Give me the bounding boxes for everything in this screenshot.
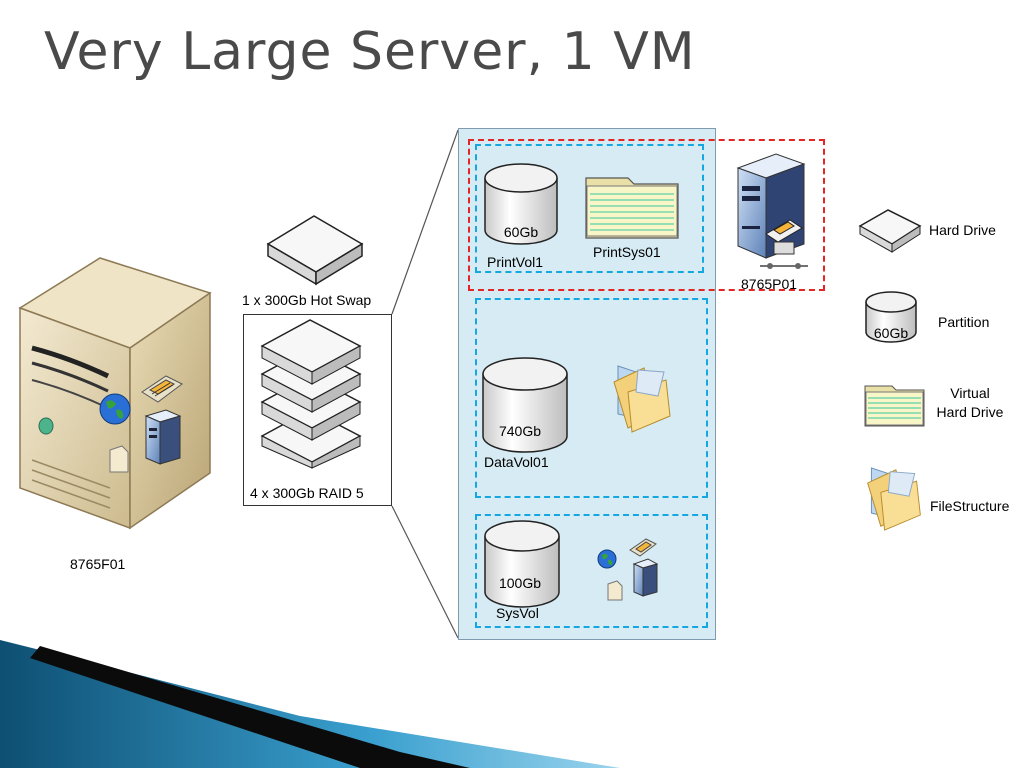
vm-name-label: 8765P01 <box>741 276 798 292</box>
hot-swap-hard-drive-icon <box>266 215 364 286</box>
legend-file-structure-icon <box>867 467 921 531</box>
legend-virtual-hard-drive-icon <box>864 385 925 427</box>
slide-title: Very Large Server, 1 VM <box>44 22 696 82</box>
file-icon <box>607 580 623 601</box>
file-structure-folder-icon <box>613 365 671 433</box>
virtual-disk-name-label: PrintSys01 <box>593 244 661 260</box>
partition-cylinder-icon <box>484 520 560 608</box>
legend-virtual-hard-drive-label-line2: Hard Drive <box>936 404 1004 420</box>
partition-name-label: PrintVol1 <box>487 254 544 270</box>
tower-icon <box>632 558 659 597</box>
server-name-label: 8765F01 <box>70 556 126 572</box>
footer-swoosh-decoration <box>0 640 620 768</box>
printer-icon <box>629 538 657 557</box>
partition-group-sys <box>475 514 708 628</box>
legend-partition-icon <box>865 291 917 343</box>
partition-name-label: SysVol <box>496 605 539 621</box>
globe-icon <box>597 549 617 569</box>
vm-server-icon <box>736 153 808 269</box>
partition-cylinder-icon <box>482 357 568 453</box>
tower-icon <box>144 409 182 465</box>
legend-hard-drive-icon <box>858 209 922 253</box>
raid-array-icon <box>260 319 362 469</box>
legend-partition-size-label: 60Gb <box>873 325 909 341</box>
legend-hard-drive-label: Hard Drive <box>929 222 996 238</box>
partition-name-label: DataVol01 <box>484 454 549 470</box>
partition-group-print <box>475 144 704 273</box>
file-icon <box>109 445 129 473</box>
printer-icon <box>141 375 183 403</box>
legend-file-structure-label: FileStructure <box>930 498 1010 514</box>
partition-size-label: 100Gb <box>498 575 542 591</box>
legend-virtual-hard-drive-label-line1: Virtual <box>950 385 990 401</box>
partition-cylinder-icon <box>484 163 558 245</box>
partition-size-label: 740Gb <box>498 423 542 439</box>
raid-label: 4 x 300Gb RAID 5 <box>250 485 364 501</box>
partition-group-data <box>475 298 708 498</box>
virtual-hard-drive-icon <box>585 177 679 239</box>
globe-icon <box>99 393 131 425</box>
vm-boundary <box>468 139 825 291</box>
physical-server-icon <box>18 257 212 530</box>
legend-partition-label: Partition <box>938 314 990 330</box>
partition-size-label: 60Gb <box>503 224 539 240</box>
hot-swap-label: 1 x 300Gb Hot Swap <box>242 292 372 308</box>
